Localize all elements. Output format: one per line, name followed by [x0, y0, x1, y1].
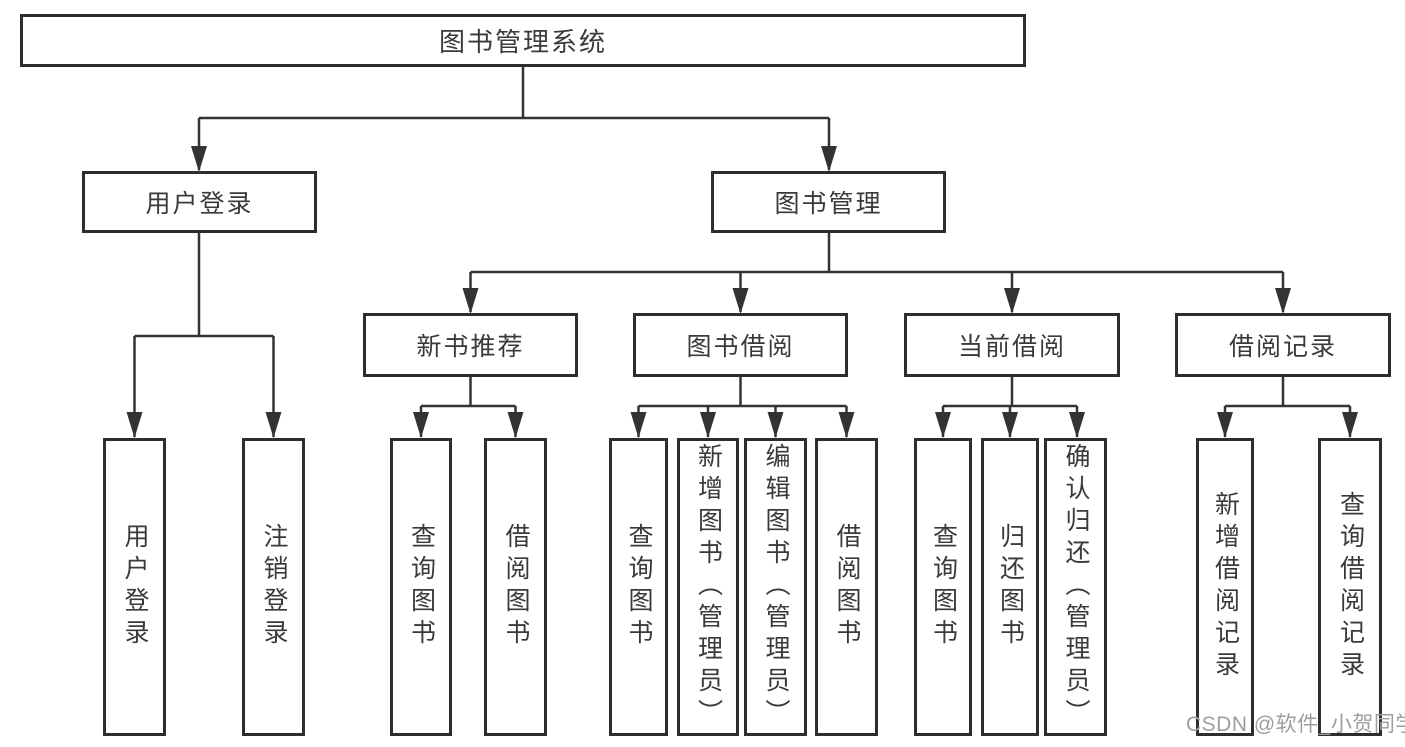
leaf-borrow-books: 借阅图书 — [815, 438, 878, 736]
leaf-edit-books-admin: 编辑图书（管理员） — [744, 438, 807, 736]
node-current-borrow: 当前借阅 — [904, 313, 1120, 377]
node-borrow-records: 借阅记录 — [1175, 313, 1391, 377]
leaf-confirm-return-admin: 确认归还（管理员） — [1044, 438, 1107, 736]
leaf-logout: 注销登录 — [242, 438, 305, 736]
leaf-query-books-recommend: 查询图书 — [390, 438, 452, 736]
node-root-system: 图书管理系统 — [20, 14, 1026, 67]
node-new-book-recommend: 新书推荐 — [363, 313, 578, 377]
leaf-query-books-current: 查询图书 — [914, 438, 972, 736]
leaf-query-books-borrow: 查询图书 — [609, 438, 668, 736]
connector-segments — [133, 67, 1352, 437]
node-book-management: 图书管理 — [711, 171, 946, 233]
node-user-login: 用户登录 — [82, 171, 317, 233]
node-book-borrow: 图书借阅 — [633, 313, 848, 377]
leaf-query-borrow-record: 查询借阅记录 — [1318, 438, 1382, 736]
leaf-user-login: 用户登录 — [103, 438, 166, 736]
leaf-borrow-books-recommend: 借阅图书 — [484, 438, 547, 736]
arrowheads — [126, 146, 1358, 438]
csdn-watermark: CSDN @软件_小贺同学 — [1186, 713, 1405, 736]
leaf-add-books-admin: 新增图书（管理员） — [677, 438, 739, 736]
leaf-return-books: 归还图书 — [981, 438, 1039, 736]
leaf-add-borrow-record: 新增借阅记录 — [1196, 438, 1254, 736]
